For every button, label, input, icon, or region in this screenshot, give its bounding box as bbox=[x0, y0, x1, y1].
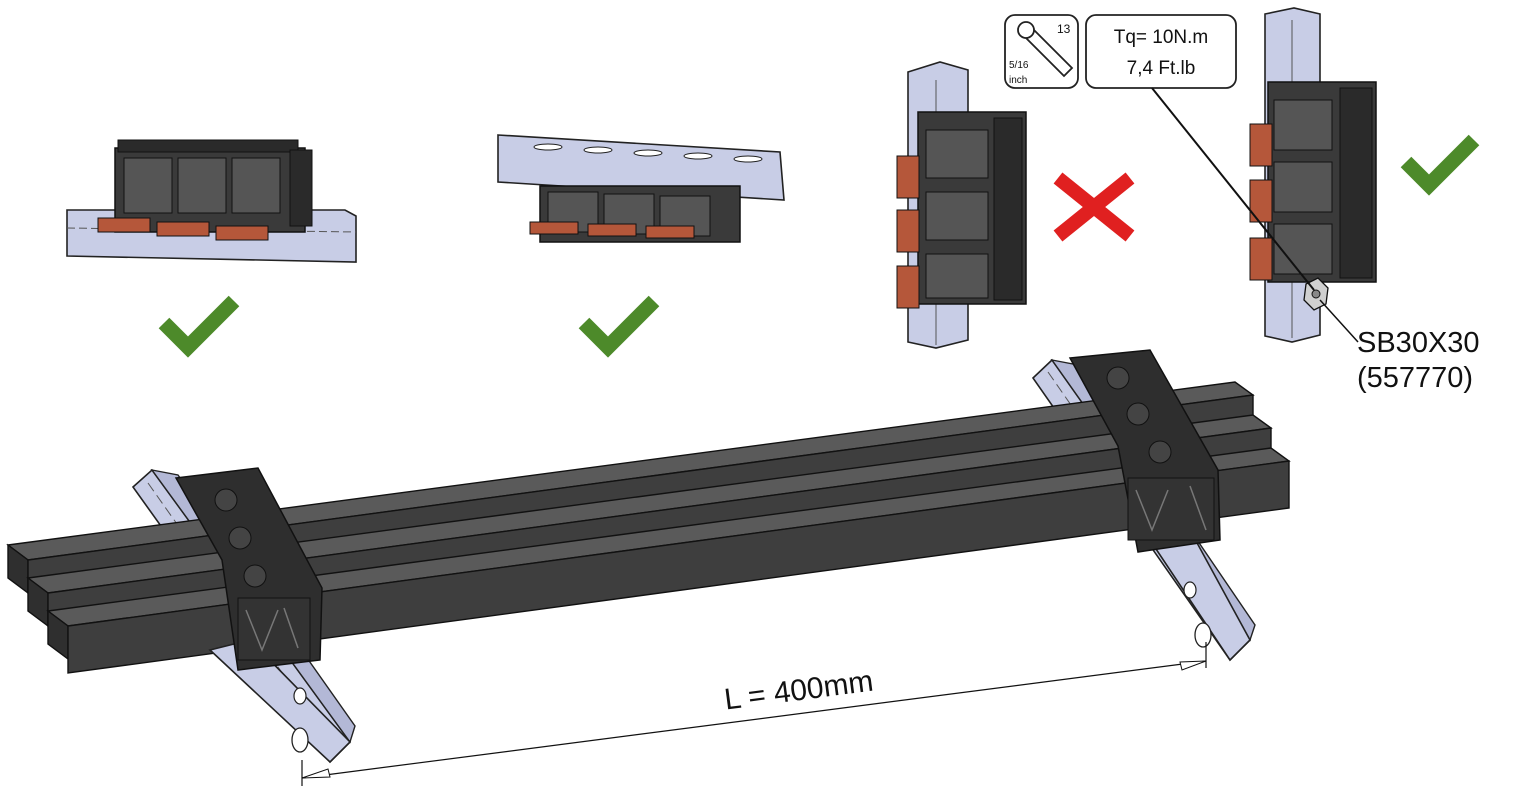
variant-vertical-wrong bbox=[896, 61, 1027, 349]
copper-bar bbox=[645, 225, 695, 239]
wrench-size-imperial: 5/16 bbox=[1009, 60, 1029, 71]
cross-icon bbox=[1053, 172, 1135, 242]
copper-bar bbox=[1249, 179, 1273, 223]
copper-bar bbox=[1249, 123, 1273, 167]
part-leader-line bbox=[1319, 299, 1359, 343]
busbar-clamp-block bbox=[1267, 81, 1377, 283]
dimension-arrow-left bbox=[301, 768, 331, 779]
wrench-size-badge: 13 5/16 inch bbox=[1004, 14, 1079, 89]
copper-bar bbox=[896, 265, 920, 309]
variant-vertical-correct bbox=[1249, 7, 1377, 343]
dimension-indicator: L = 400mm bbox=[301, 642, 1207, 786]
dimension-arrow-right bbox=[1179, 660, 1207, 671]
busbar bbox=[46, 447, 1291, 674]
assembly-view: L = 400mm bbox=[6, 349, 1291, 786]
check-icon bbox=[1400, 134, 1480, 196]
copper-bar bbox=[97, 217, 151, 233]
rail-under-mount bbox=[497, 134, 785, 201]
busbar-clamp-block bbox=[917, 111, 1027, 305]
torque-value-nm: Tq= 10N.m bbox=[1114, 27, 1209, 48]
wrench-size-metric: 13 bbox=[1057, 22, 1071, 36]
copper-bar bbox=[1249, 237, 1273, 281]
copper-bar bbox=[215, 225, 269, 241]
copper-bar bbox=[896, 209, 920, 253]
copper-bar bbox=[587, 223, 637, 237]
copper-bar bbox=[896, 155, 920, 199]
variant-top-mount bbox=[66, 139, 357, 263]
part-number: (557770) bbox=[1357, 362, 1473, 394]
busbar-clamp-right bbox=[1068, 349, 1221, 553]
copper-bar bbox=[529, 221, 579, 235]
part-code: SB30X30 bbox=[1357, 327, 1480, 359]
check-icon bbox=[578, 295, 660, 358]
variant-under-mount bbox=[497, 134, 785, 243]
wrench-size-unit: inch bbox=[1009, 75, 1027, 86]
dimension-label: L = 400mm bbox=[722, 665, 875, 717]
torque-value-ftlb: 7,4 Ft.lb bbox=[1127, 58, 1196, 79]
check-icon bbox=[158, 295, 240, 358]
torque-callout: Tq= 10N.m 7,4 Ft.lb bbox=[1085, 14, 1315, 291]
part-reference: SB30X30 (557770) bbox=[1319, 299, 1480, 394]
busbar-clamp-left bbox=[174, 467, 323, 671]
copper-bar bbox=[156, 221, 210, 237]
torque-leader-line bbox=[1151, 87, 1315, 291]
